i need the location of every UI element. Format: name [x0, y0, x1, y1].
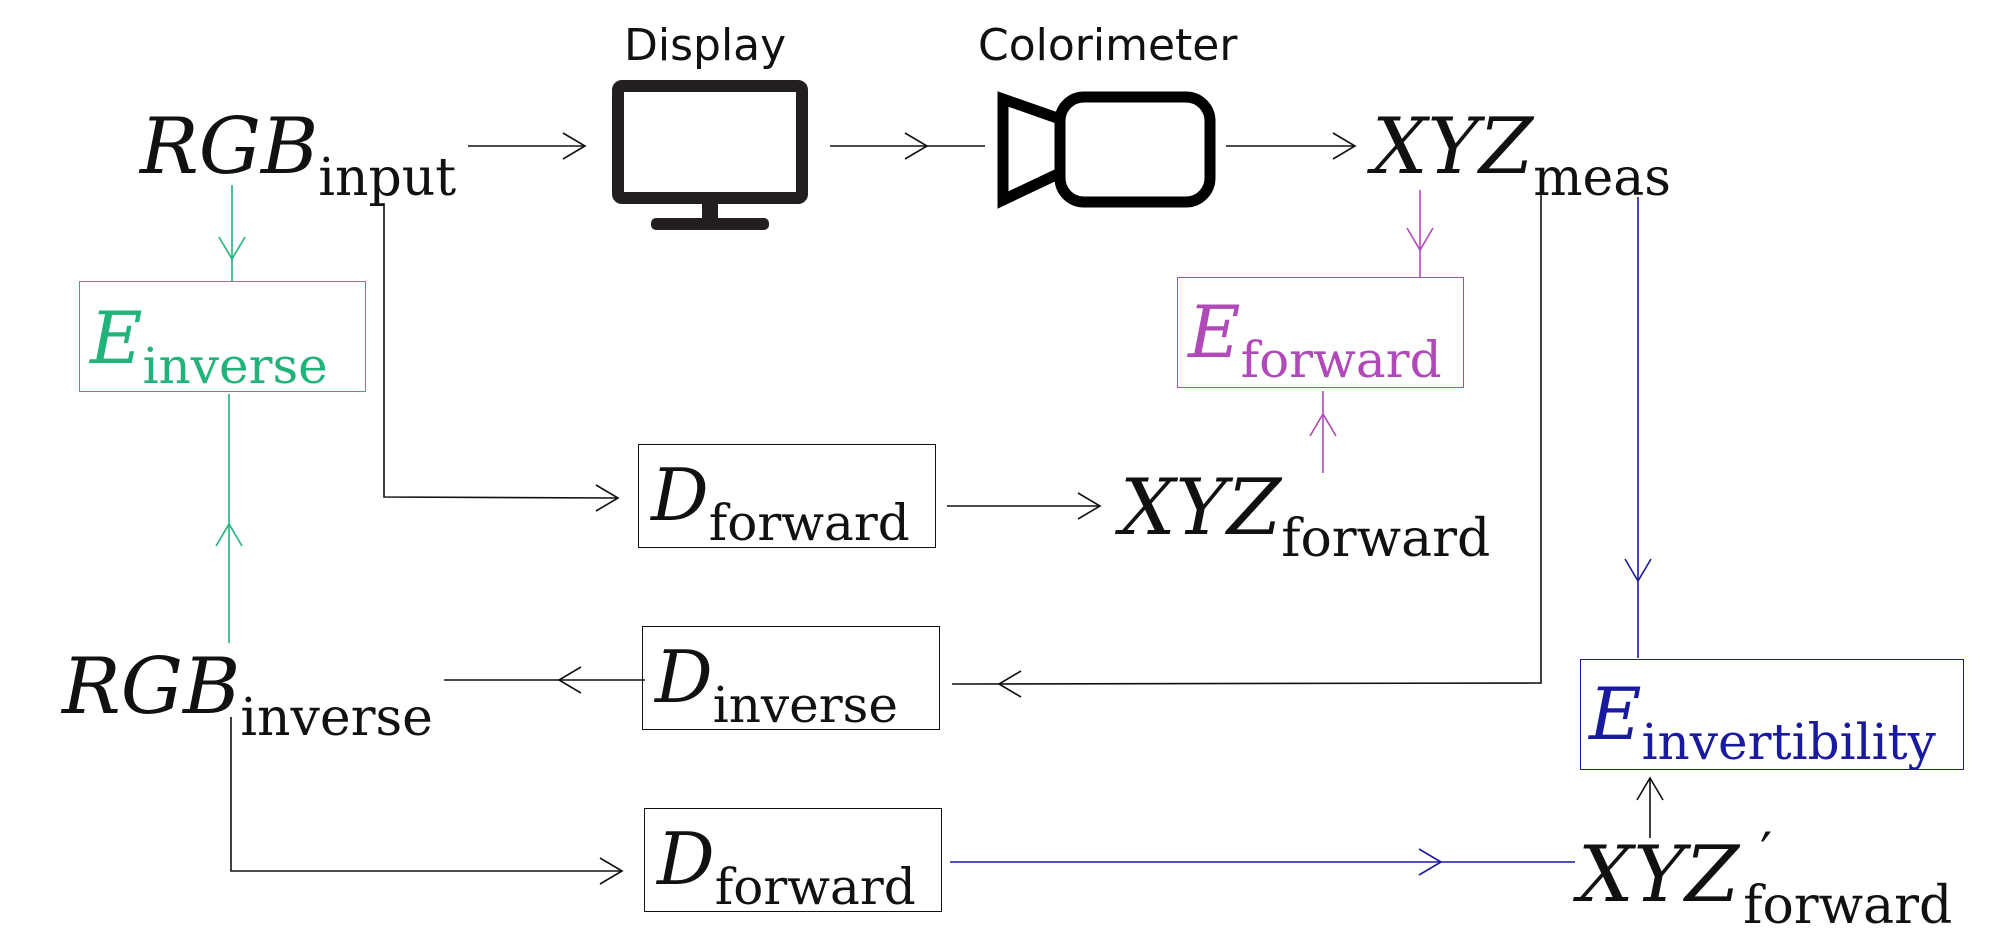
box-d-forward-top-base: D	[651, 453, 709, 537]
arrow-xyzmeas-to-dinverse	[951, 190, 1542, 698]
box-d-forward-bottom-text: Dforward	[657, 823, 916, 912]
box-e-inverse-sub: inverse	[142, 337, 328, 395]
box-d-inverse-base: D	[655, 635, 713, 719]
monitor-icon	[612, 80, 808, 230]
box-e-forward-base: E	[1188, 290, 1241, 374]
box-d-forward-top: Dforward	[638, 444, 936, 548]
arrow-xyzmeas-to-einvertibility	[1624, 197, 1652, 658]
box-e-forward: Eforward	[1177, 277, 1464, 388]
node-xyz-meas-sub: meas	[1533, 148, 1671, 208]
node-rgb-input-base: RGB	[140, 102, 319, 192]
box-d-inverse-text: Dinverse	[655, 641, 898, 730]
arrow-rgbinverse-to-einverse	[215, 394, 243, 643]
node-rgb-input: RGBinput	[140, 108, 456, 204]
node-rgb-input-sub: input	[318, 148, 457, 208]
arrow-dforward-to-xyzforwardprime	[950, 848, 1575, 876]
box-e-forward-sub: forward	[1240, 331, 1442, 389]
box-d-inverse-sub: inverse	[712, 676, 898, 734]
box-e-invertibility-base: E	[1589, 672, 1642, 756]
arrow-xyzmeas-to-eforward	[1406, 190, 1434, 277]
colorimeter-label: Colorimeter	[978, 20, 1238, 71]
box-e-invertibility: Einvertibility	[1580, 659, 1964, 770]
node-rgb-inverse-sub: inverse	[240, 688, 433, 748]
node-rgb-inverse-base: RGB	[62, 642, 241, 732]
camera-icon	[997, 91, 1216, 209]
node-rgb-inverse: RGBinverse	[62, 648, 433, 744]
box-e-invertibility-text: Einvertibility	[1589, 678, 1936, 767]
node-xyz-forward-prime-sub: forward	[1743, 876, 1953, 936]
box-e-inverse-base: E	[90, 296, 143, 380]
arrow-rgbinput-to-einverse	[218, 185, 246, 281]
box-e-inverse: Einverse	[79, 281, 366, 392]
box-e-invertibility-sub: invertibility	[1641, 713, 1936, 771]
node-xyz-forward: XYZforward	[1120, 469, 1490, 565]
node-xyz-forward-prime-base: XYZ	[1578, 830, 1740, 920]
node-xyz-forward-prime: XYZ′forward	[1578, 826, 1952, 933]
box-d-forward-bottom-base: D	[657, 817, 715, 901]
box-d-forward-top-text: Dforward	[651, 459, 910, 548]
arrow-dforward-to-xyzforward	[947, 492, 1102, 520]
display-label: Display	[624, 20, 787, 71]
box-d-forward-bottom: Dforward	[644, 808, 942, 912]
node-xyz-meas-base: XYZ	[1372, 102, 1534, 192]
node-xyz-forward-sub: forward	[1281, 509, 1491, 569]
node-xyz-forward-base: XYZ	[1120, 463, 1282, 553]
arrow-dinverse-to-rgbinverse	[444, 666, 645, 694]
box-e-forward-text: Eforward	[1188, 296, 1442, 385]
arrow-colorimeter-to-xyzmeas	[1226, 132, 1357, 160]
arrow-rgbinput-to-display	[468, 132, 587, 160]
box-e-inverse-text: Einverse	[90, 302, 328, 391]
arrow-rgbinput-to-dforward	[383, 203, 620, 512]
node-xyz-meas: XYZmeas	[1372, 108, 1671, 204]
box-d-forward-bottom-sub: forward	[714, 858, 916, 916]
arrow-xyzforward-to-eforward	[1309, 391, 1337, 473]
arrow-rgbinverse-to-dforward	[230, 717, 624, 885]
node-xyz-forward-prime-mark: ′	[1760, 821, 1773, 884]
arrow-xyzforwardprime-to-einvertibility	[1636, 776, 1664, 838]
arrow-display-to-colorimeter	[830, 132, 985, 160]
box-d-forward-top-sub: forward	[708, 494, 910, 552]
box-d-inverse: Dinverse	[642, 626, 940, 730]
